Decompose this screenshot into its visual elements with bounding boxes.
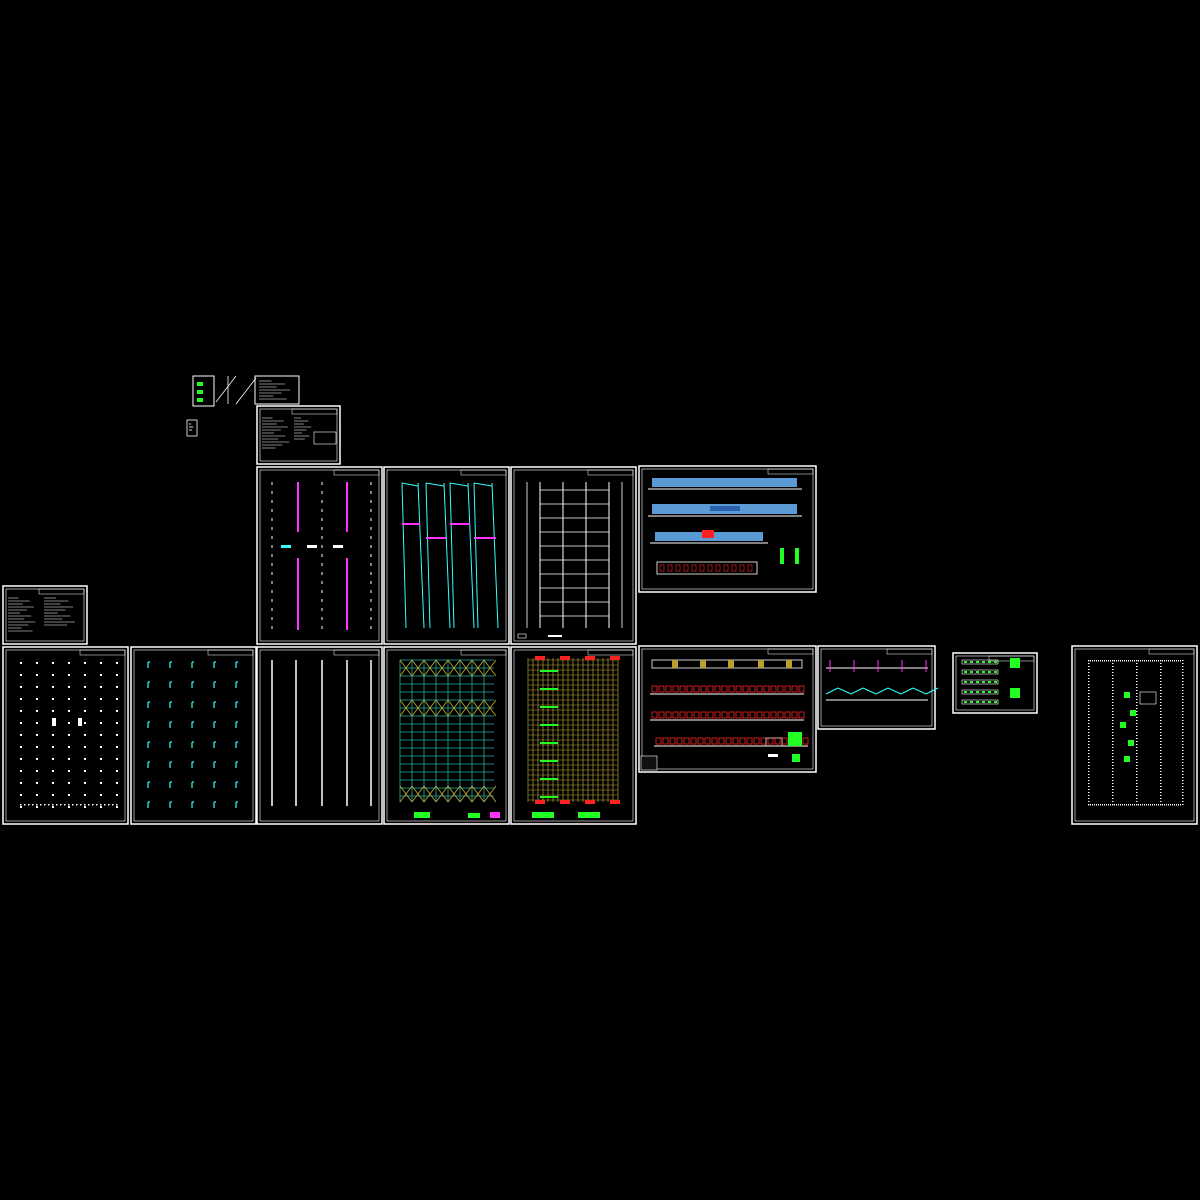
sheet-detail-sheet-green [952,652,1038,714]
sheet-column-line-plan [256,646,383,825]
sheet-general-notes-top [256,405,341,465]
sheet-wall-purlin-plan [510,646,637,825]
sheet-portal-frame-section [817,645,939,730]
sheet-roof-purlin-plan [383,466,510,645]
sheet-foundation-plan-cyan [130,646,257,825]
sheet-bracing-grid-plan [510,466,637,645]
sheet-building-elevations [638,465,817,593]
sheet-roof-bracing-plan [383,646,510,825]
sheet-anchor-bolt-plan [2,646,129,825]
sheet-mini-title-block [254,375,300,405]
sheet-column-plan-magenta [256,466,383,645]
sheet-general-notes-left [2,585,88,645]
sheet-foundation-layout-right [1071,645,1198,825]
sheet-frame-elevations [638,645,817,773]
sheet-mini-legend [186,375,257,437]
